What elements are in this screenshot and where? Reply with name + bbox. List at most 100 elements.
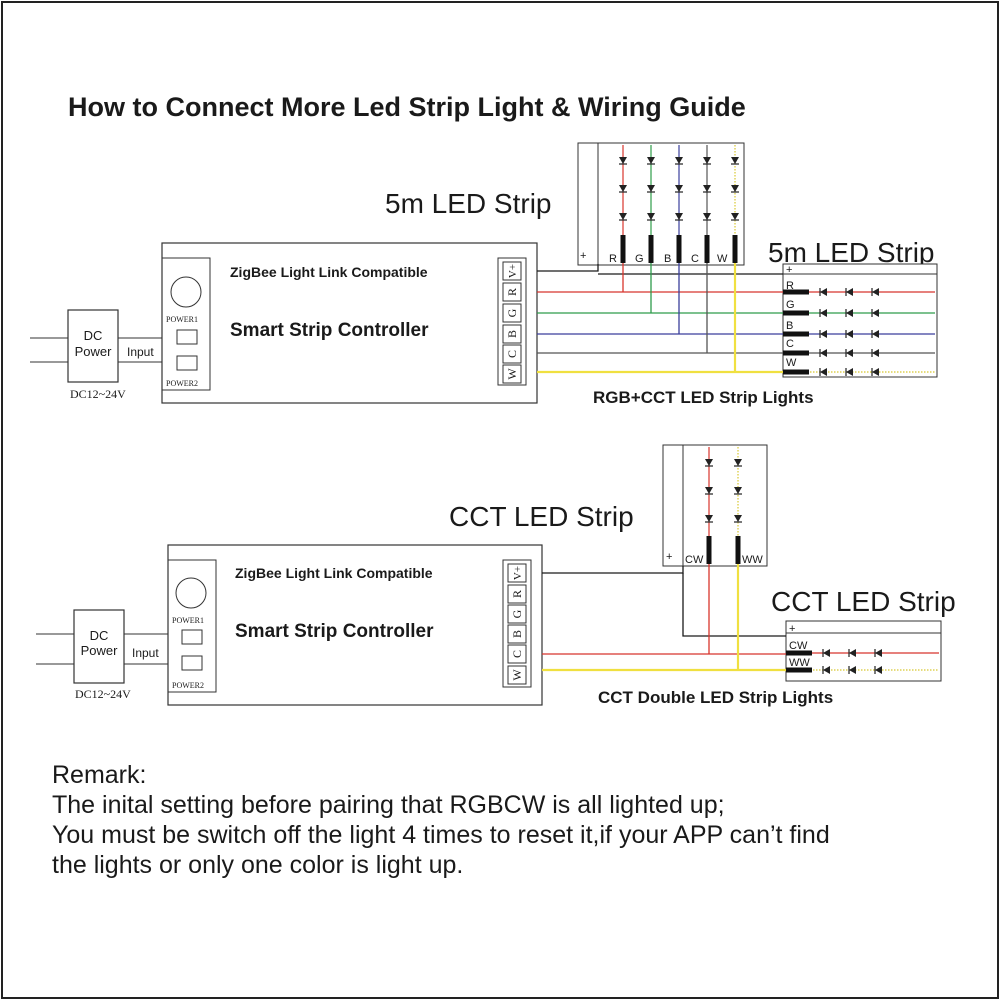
contact-pad (620, 235, 626, 263)
port-1 (181, 629, 203, 645)
rgbcct-caption: RGB+CCT LED Strip Lights (593, 388, 814, 407)
terminal-vplus: V+ (507, 264, 519, 278)
terminal-c: C (510, 650, 524, 658)
power1-label: POWER1 (166, 315, 198, 324)
contact-pad (648, 235, 654, 263)
led-diode-icon (731, 157, 739, 164)
led-diode-icon (846, 309, 853, 317)
right-strip-channels (786, 649, 939, 674)
pin-plus: + (789, 623, 795, 635)
input-label: Input (127, 345, 154, 359)
led-diode-icon (647, 185, 655, 192)
right-led-strip: CCT LED Strip + CW WW (771, 586, 956, 682)
power-label: Power (75, 344, 113, 359)
led-diode-icon (820, 330, 827, 338)
led-diode-icon (647, 213, 655, 220)
right-strip-pin-labels: + R G B C W (786, 264, 797, 369)
terminal-w: W (505, 368, 519, 380)
led-diode-icon (675, 185, 683, 192)
port-2 (176, 355, 198, 371)
led-diode-icon (705, 487, 713, 494)
led-diode-icon (872, 368, 879, 376)
contact-pad (783, 310, 809, 316)
cct-wires (542, 564, 786, 672)
led-diode-icon (872, 330, 879, 338)
right-strip-label: 5m LED Strip (768, 237, 935, 268)
controller: POWER1 POWER2 ZigBee Light Link Compatib… (167, 544, 543, 706)
pin-b: B (786, 320, 793, 332)
led-diode-icon (872, 288, 879, 296)
pin-plus: + (786, 264, 792, 276)
top-strip-channels (619, 145, 739, 263)
wire (542, 566, 684, 574)
power1-button[interactable] (175, 577, 207, 609)
led-diode-icon (734, 459, 742, 466)
terminal-b: B (505, 330, 519, 338)
led-diode-icon (703, 213, 711, 220)
top-strip-label: 5m LED Strip (385, 188, 552, 219)
dc-label: DC (90, 628, 109, 643)
terminal-block (502, 559, 532, 688)
terminal-g: G (505, 308, 519, 317)
led-diode-icon (820, 288, 827, 296)
led-diode-icon (820, 309, 827, 317)
contact-pad (706, 536, 712, 564)
led-diode-icon (705, 515, 713, 522)
pin-g: G (635, 253, 644, 265)
pin-plus: + (580, 250, 586, 262)
right-led-strip: 5m LED Strip + R G B C W (768, 237, 938, 378)
contact-pad (786, 650, 812, 656)
contact-pad (735, 536, 741, 564)
pin-r: R (786, 280, 794, 292)
terminal-r: R (510, 590, 524, 598)
dc-label: DC (84, 328, 103, 343)
pin-w: W (717, 253, 728, 265)
right-strip-label: CCT LED Strip (771, 586, 956, 617)
led-diode-icon (849, 666, 856, 674)
voltage-label: DC12~24V (70, 387, 126, 401)
rgbcct-wires (537, 263, 783, 374)
led-diode-icon (647, 157, 655, 164)
port-2 (181, 655, 203, 671)
dc-power-supply: DC Power DC12~24V Input (36, 609, 168, 701)
contact-pad (783, 369, 809, 375)
led-diode-icon (872, 349, 879, 357)
cct-diagram: DC Power DC12~24V Input POWER1 POWER2 Zi… (36, 444, 956, 707)
voltage-label: DC12~24V (75, 687, 131, 701)
right-strip-channels (783, 288, 935, 376)
terminal-r: R (505, 288, 519, 296)
terminal-c: C (505, 350, 519, 358)
led-diode-icon (619, 213, 627, 220)
led-diode-icon (875, 649, 882, 657)
right-strip-pin-labels: + CW WW (789, 623, 810, 669)
button-panel (167, 559, 217, 693)
pin-w: W (786, 357, 797, 369)
top-strip-label: CCT LED Strip (449, 501, 634, 532)
power1-button[interactable] (170, 276, 202, 308)
led-diode-icon (823, 649, 830, 657)
controller-title: Smart Strip Controller (235, 621, 434, 642)
page-title: How to Connect More Led Strip Light & Wi… (68, 92, 746, 122)
led-diode-icon (619, 157, 627, 164)
pin-ww: WW (742, 554, 763, 566)
led-diode-icon (846, 349, 853, 357)
led-diode-icon (619, 185, 627, 192)
input-label: Input (132, 646, 159, 660)
terminal-g: G (510, 609, 524, 618)
top-strip-channels (705, 447, 742, 564)
rgbcct-diagram: DC Power DC12~24V Input POWER1 POWER2 Zi… (30, 142, 938, 407)
led-diode-icon (846, 288, 853, 296)
led-diode-icon (703, 185, 711, 192)
controller-title: Smart Strip Controller (230, 320, 429, 341)
pin-ww: WW (789, 657, 810, 669)
led-diode-icon (703, 157, 711, 164)
power-label: Power (81, 643, 119, 658)
pin-plus: + (666, 551, 672, 563)
terminal-b: B (510, 630, 524, 638)
top-strip-pin-labels: + R G B C W (580, 250, 728, 265)
button-panel (161, 257, 211, 391)
top-led-strip: 5m LED Strip + R G B C W (385, 142, 745, 266)
pin-b: B (664, 253, 671, 265)
power2-label: POWER2 (166, 379, 198, 388)
